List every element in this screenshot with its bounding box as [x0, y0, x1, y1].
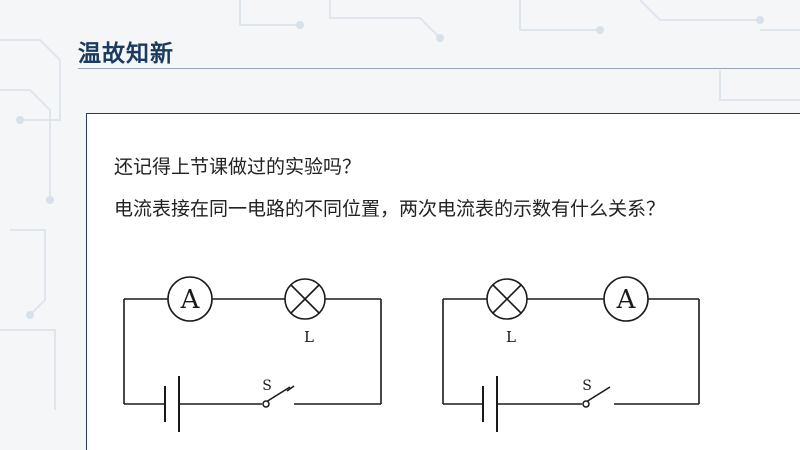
- ammeter-label: A: [616, 285, 637, 315]
- switch-lever: [265, 386, 291, 403]
- title-divider: [78, 68, 800, 69]
- ammeter-symbol: [167, 276, 213, 322]
- lamp-label: L: [506, 328, 516, 346]
- switch-contact: [262, 400, 270, 408]
- page-title: 温故知新: [78, 41, 174, 67]
- question-1: 还记得上节课做过的实验吗？: [114, 156, 362, 178]
- lamp-label: L: [304, 328, 314, 346]
- switch-label: S: [582, 378, 592, 394]
- switch-lever: [585, 386, 611, 403]
- switch-contact: [582, 400, 590, 408]
- circuit-diagram-left: A L S: [123, 276, 382, 432]
- question-2: 电流表接在同一电路的不同位置，两次电流表的示数有什么关系？: [114, 198, 666, 220]
- switch-label: S: [262, 378, 272, 394]
- ammeter-label: A: [180, 285, 201, 315]
- circuit-diagram-right: A L S: [442, 276, 700, 432]
- ammeter-symbol: [603, 276, 649, 322]
